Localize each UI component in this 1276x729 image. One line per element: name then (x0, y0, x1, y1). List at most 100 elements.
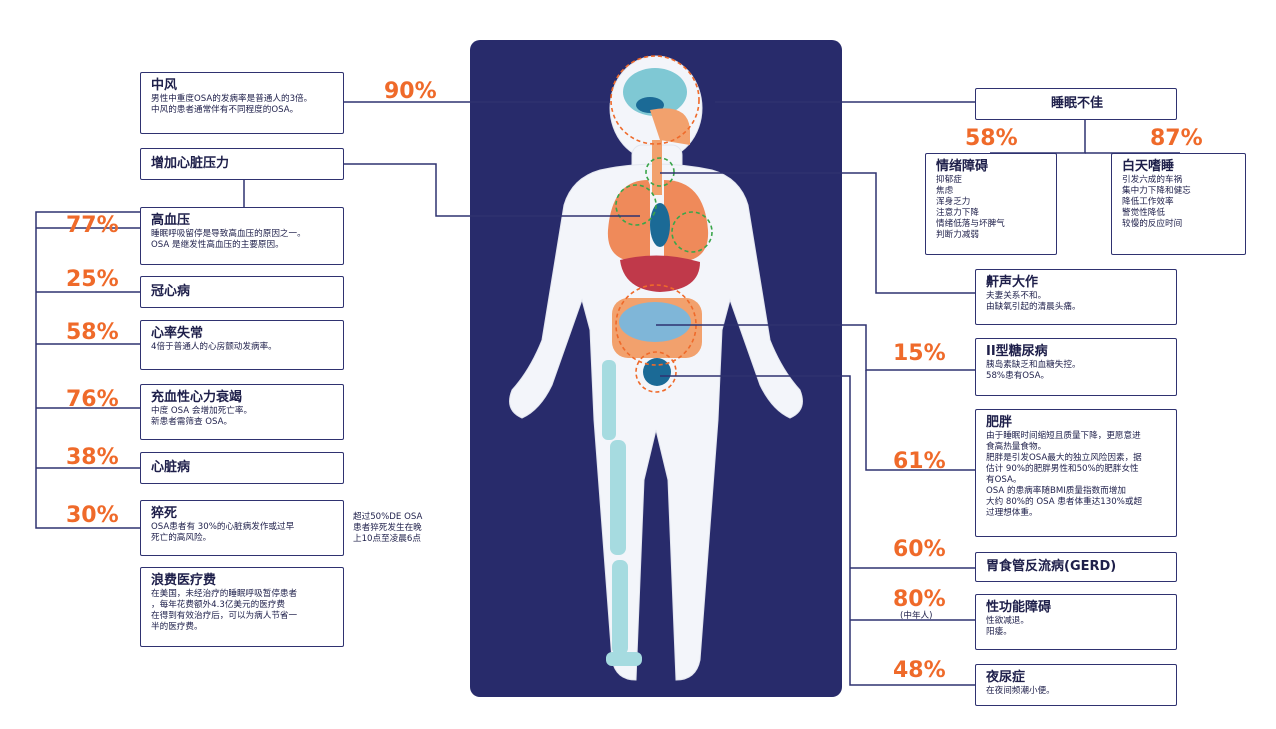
lung-highlight-left (615, 184, 657, 226)
sudden-death-line: 死亡的高风险。 (151, 533, 212, 543)
note-line: 上10点至凌晨6点 (353, 534, 421, 544)
sexual-box: 性功能障碍 性欲减退。 阳痿。 (975, 594, 1177, 650)
diabetes-line: 58%患有OSA。 (986, 371, 1050, 381)
chf-percentage: 76% (66, 387, 119, 412)
hypertension-line: OSA 是继发性高血压的主要原因。 (151, 240, 284, 250)
obesity-percentage: 61% (893, 449, 946, 474)
brain-highlight (610, 55, 700, 145)
snoring-line: 由缺氧引起的清晨头痛。 (986, 302, 1081, 312)
liver-organ (620, 255, 700, 292)
chf-box: 充血性心力衰竭 中度 OSA 会增加死亡率。 新患者需筛查 OSA。 (140, 384, 344, 440)
sudden-death-line: OSA患者有 30%的心脏病发作或过早 (151, 522, 295, 532)
sexual-percentage-note: (中年人) (900, 611, 933, 621)
obesity-line: 食高热量食物。 (986, 442, 1047, 452)
medical-cost-line: ，每年花费额外4.3亿美元的医疗费 (151, 600, 285, 610)
skeleton-bones (602, 360, 642, 666)
nocturia-percentage: 48% (893, 658, 946, 683)
chd-percentage: 25% (66, 267, 119, 292)
heart-stress-box: 增加心脏压力 (140, 148, 344, 180)
sudden-death-note: 超过50%DE OSA 患者猝死发生在晚 上10点至凌晨6点 (353, 512, 422, 545)
medical-cost-line: 半的医疗费。 (151, 622, 203, 632)
sexual-percentage: 80% (893, 587, 946, 612)
heart-organ (650, 203, 670, 247)
chd-box: 冠心病 (140, 276, 344, 308)
gerd-box: 胃食管反流病(GERD) (975, 552, 1177, 582)
chf-line: 新患者需筛查 OSA。 (151, 417, 233, 427)
mood-box: 情绪障碍 抑郁症 焦虑 浑身乏力 注意力下降 情绪低落与坏脾气 判断力减弱 (925, 153, 1057, 255)
stroke-title: 中风 (151, 78, 178, 93)
note-line: 超过50%DE OSA (353, 512, 423, 522)
poor-sleep-box: 睡眠不佳 (975, 88, 1177, 120)
arrhythmia-line: 4倍于普通人的心房颤动发病率。 (151, 342, 277, 352)
obesity-line: 由于睡眠时间缩短且质量下降，更愿意进 (986, 431, 1141, 441)
sexual-line: 性欲减退。 (986, 616, 1029, 626)
chf-line: 中度 OSA 会增加死亡率。 (151, 406, 253, 416)
diabetes-line: 胰岛素缺乏和血糖失控。 (986, 360, 1081, 370)
hypertension-line: 睡眠呼吸留停是导致高血压的原因之一。 (151, 229, 306, 239)
stroke-line: 男性中重度OSA的发病率是普通人的3倍。 (151, 94, 313, 104)
daytime-sleepy-line: 警觉性降低 (1122, 208, 1165, 218)
obesity-title: 肥胖 (986, 415, 1013, 430)
pelvis-highlight (635, 351, 677, 393)
stroke-percentage: 90% (384, 79, 437, 104)
stroke-box: 中风 男性中重度OSA的发病率是普通人的3倍。 中风的患者通常伴有不同程度的OS… (140, 72, 344, 134)
medical-cost-title: 浪费医疗费 (151, 573, 217, 588)
mood-percentage: 58% (965, 126, 1018, 151)
mood-line: 抑郁症 (936, 175, 962, 185)
medical-cost-line: 在美国，未经治疗的睡眠呼吸暂停患者 (151, 589, 298, 599)
obesity-line: 过理想体重。 (986, 508, 1038, 518)
hypertension-percentage: 77% (66, 213, 119, 238)
diabetes-title: II型糖尿病 (986, 344, 1048, 359)
medical-cost-box: 浪费医疗费 在美国，未经治疗的睡眠呼吸暂停患者 ，每年花费额外4.3亿美元的医疗… (140, 567, 344, 647)
sudden-death-percentage: 30% (66, 503, 119, 528)
medical-cost-line: 在得到有效治疗后，可以为病人节省一 (151, 611, 298, 621)
note-line: 患者猝死发生在晚 (353, 523, 422, 533)
sexual-title: 性功能障碍 (986, 600, 1052, 615)
heart-disease-title: 心脏病 (151, 460, 191, 475)
obesity-line: 肥胖是引发OSA最大的独立风险因素，据 (986, 453, 1142, 463)
heart-disease-percentage: 38% (66, 445, 119, 470)
mood-line: 浑身乏力 (936, 197, 971, 207)
sudden-death-box: 猝死 OSA患者有 30%的心脏病发作或过早 死亡的高风险。 (140, 500, 344, 556)
daytime-sleepy-line: 集中力下降和健忘 (1122, 186, 1191, 196)
mood-line: 情绪低落与坏脾气 (936, 219, 1005, 229)
nocturia-line: 在夜间频潮小便。 (986, 686, 1055, 696)
hypertension-title: 高血压 (151, 213, 191, 228)
daytime-sleepy-line: 较慢的反应时间 (1122, 219, 1183, 229)
sexual-line: 阳痿。 (986, 627, 1012, 637)
heart-disease-box: 心脏病 (140, 452, 344, 484)
chd-title: 冠心病 (151, 284, 191, 299)
obesity-box: 肥胖 由于睡眠时间缩短且质量下降，更愿意进 食高热量食物。 肥胖是引发OSA最大… (975, 409, 1177, 537)
mood-line: 焦虑 (936, 186, 954, 196)
mood-line: 注意力下降 (936, 208, 979, 218)
obesity-line: 大约 80%的 OSA 患者体重达130%或超 (986, 497, 1143, 507)
nocturia-box: 夜尿症 在夜间频潮小便。 (975, 664, 1177, 706)
daytime-sleepy-box: 白天嗜睡 引发六成的车祸 集中力下降和健忘 降低工作效率 警觉性降低 较慢的反应… (1111, 153, 1246, 255)
obesity-line: 有OSA。 (986, 475, 1022, 485)
stroke-line: 中风的患者通常伴有不同程度的OSA。 (151, 105, 299, 115)
chf-title: 充血性心力衰竭 (151, 390, 243, 405)
snoring-title: 鼾声大作 (986, 275, 1039, 290)
daytime-sleepy-line: 降低工作效率 (1122, 197, 1174, 207)
arrhythmia-box: 心率失常 4倍于普通人的心房颤动发病率。 (140, 320, 344, 370)
daytime-sleepy-percentage: 87% (1150, 126, 1203, 151)
arrhythmia-title: 心率失常 (151, 326, 204, 341)
mood-title: 情绪障碍 (936, 159, 989, 174)
obesity-line: 估计 90%的肥胖男性和50%的肥胖女性 (986, 464, 1139, 474)
heart-stress-title: 增加心脏压力 (151, 156, 230, 171)
gerd-title: 胃食管反流病(GERD) (986, 559, 1117, 574)
hypertension-box: 高血压 睡眠呼吸留停是导致高血压的原因之一。 OSA 是继发性高血压的主要原因。 (140, 207, 344, 265)
lungs-organ (607, 180, 650, 262)
diabetes-box: II型糖尿病 胰岛素缺乏和血糖失控。 58%患有OSA。 (975, 338, 1177, 396)
gerd-percentage: 60% (893, 537, 946, 562)
obesity-line: OSA 的患病率随BMI质量指数而增加 (986, 486, 1126, 496)
snoring-line: 夫妻关系不和。 (986, 291, 1047, 301)
snoring-box: 鼾声大作 夫妻关系不和。 由缺氧引起的清晨头痛。 (975, 269, 1177, 325)
daytime-sleepy-line: 引发六成的车祸 (1122, 175, 1183, 185)
sudden-death-title: 猝死 (151, 506, 178, 521)
nocturia-title: 夜尿症 (986, 670, 1026, 685)
lung-highlight-right (671, 211, 713, 253)
throat-highlight (645, 157, 675, 187)
daytime-sleepy-title: 白天嗜睡 (1122, 159, 1175, 174)
